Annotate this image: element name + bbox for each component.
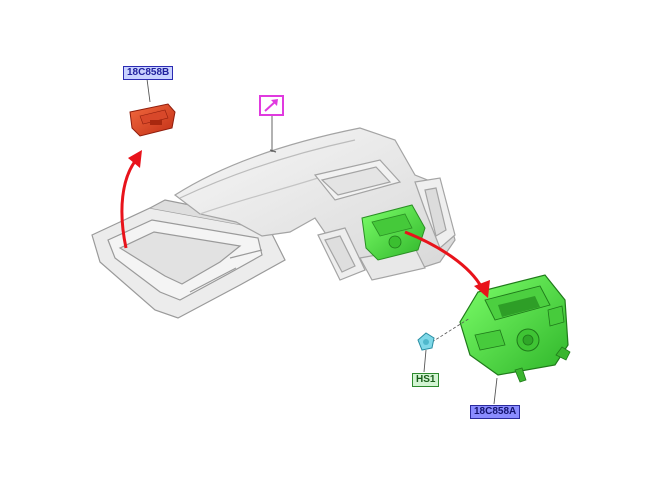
removal-arrow-up	[120, 150, 142, 249]
callout-18c858b: 18C858B	[123, 66, 174, 80]
reference-arrow-icon	[264, 99, 278, 112]
removal-arrow-down	[404, 230, 490, 298]
callout-hs1: HS1	[412, 373, 440, 387]
part-18c858b	[129, 103, 176, 137]
installed-control-module	[361, 204, 426, 261]
control-module-18c858a	[459, 274, 571, 383]
screw-hs1	[417, 317, 471, 351]
leader-lines	[146, 78, 498, 405]
center-console-tray	[91, 199, 286, 319]
callout-18c858a: 18C858A	[470, 405, 521, 419]
view-reference-icon	[259, 95, 284, 116]
